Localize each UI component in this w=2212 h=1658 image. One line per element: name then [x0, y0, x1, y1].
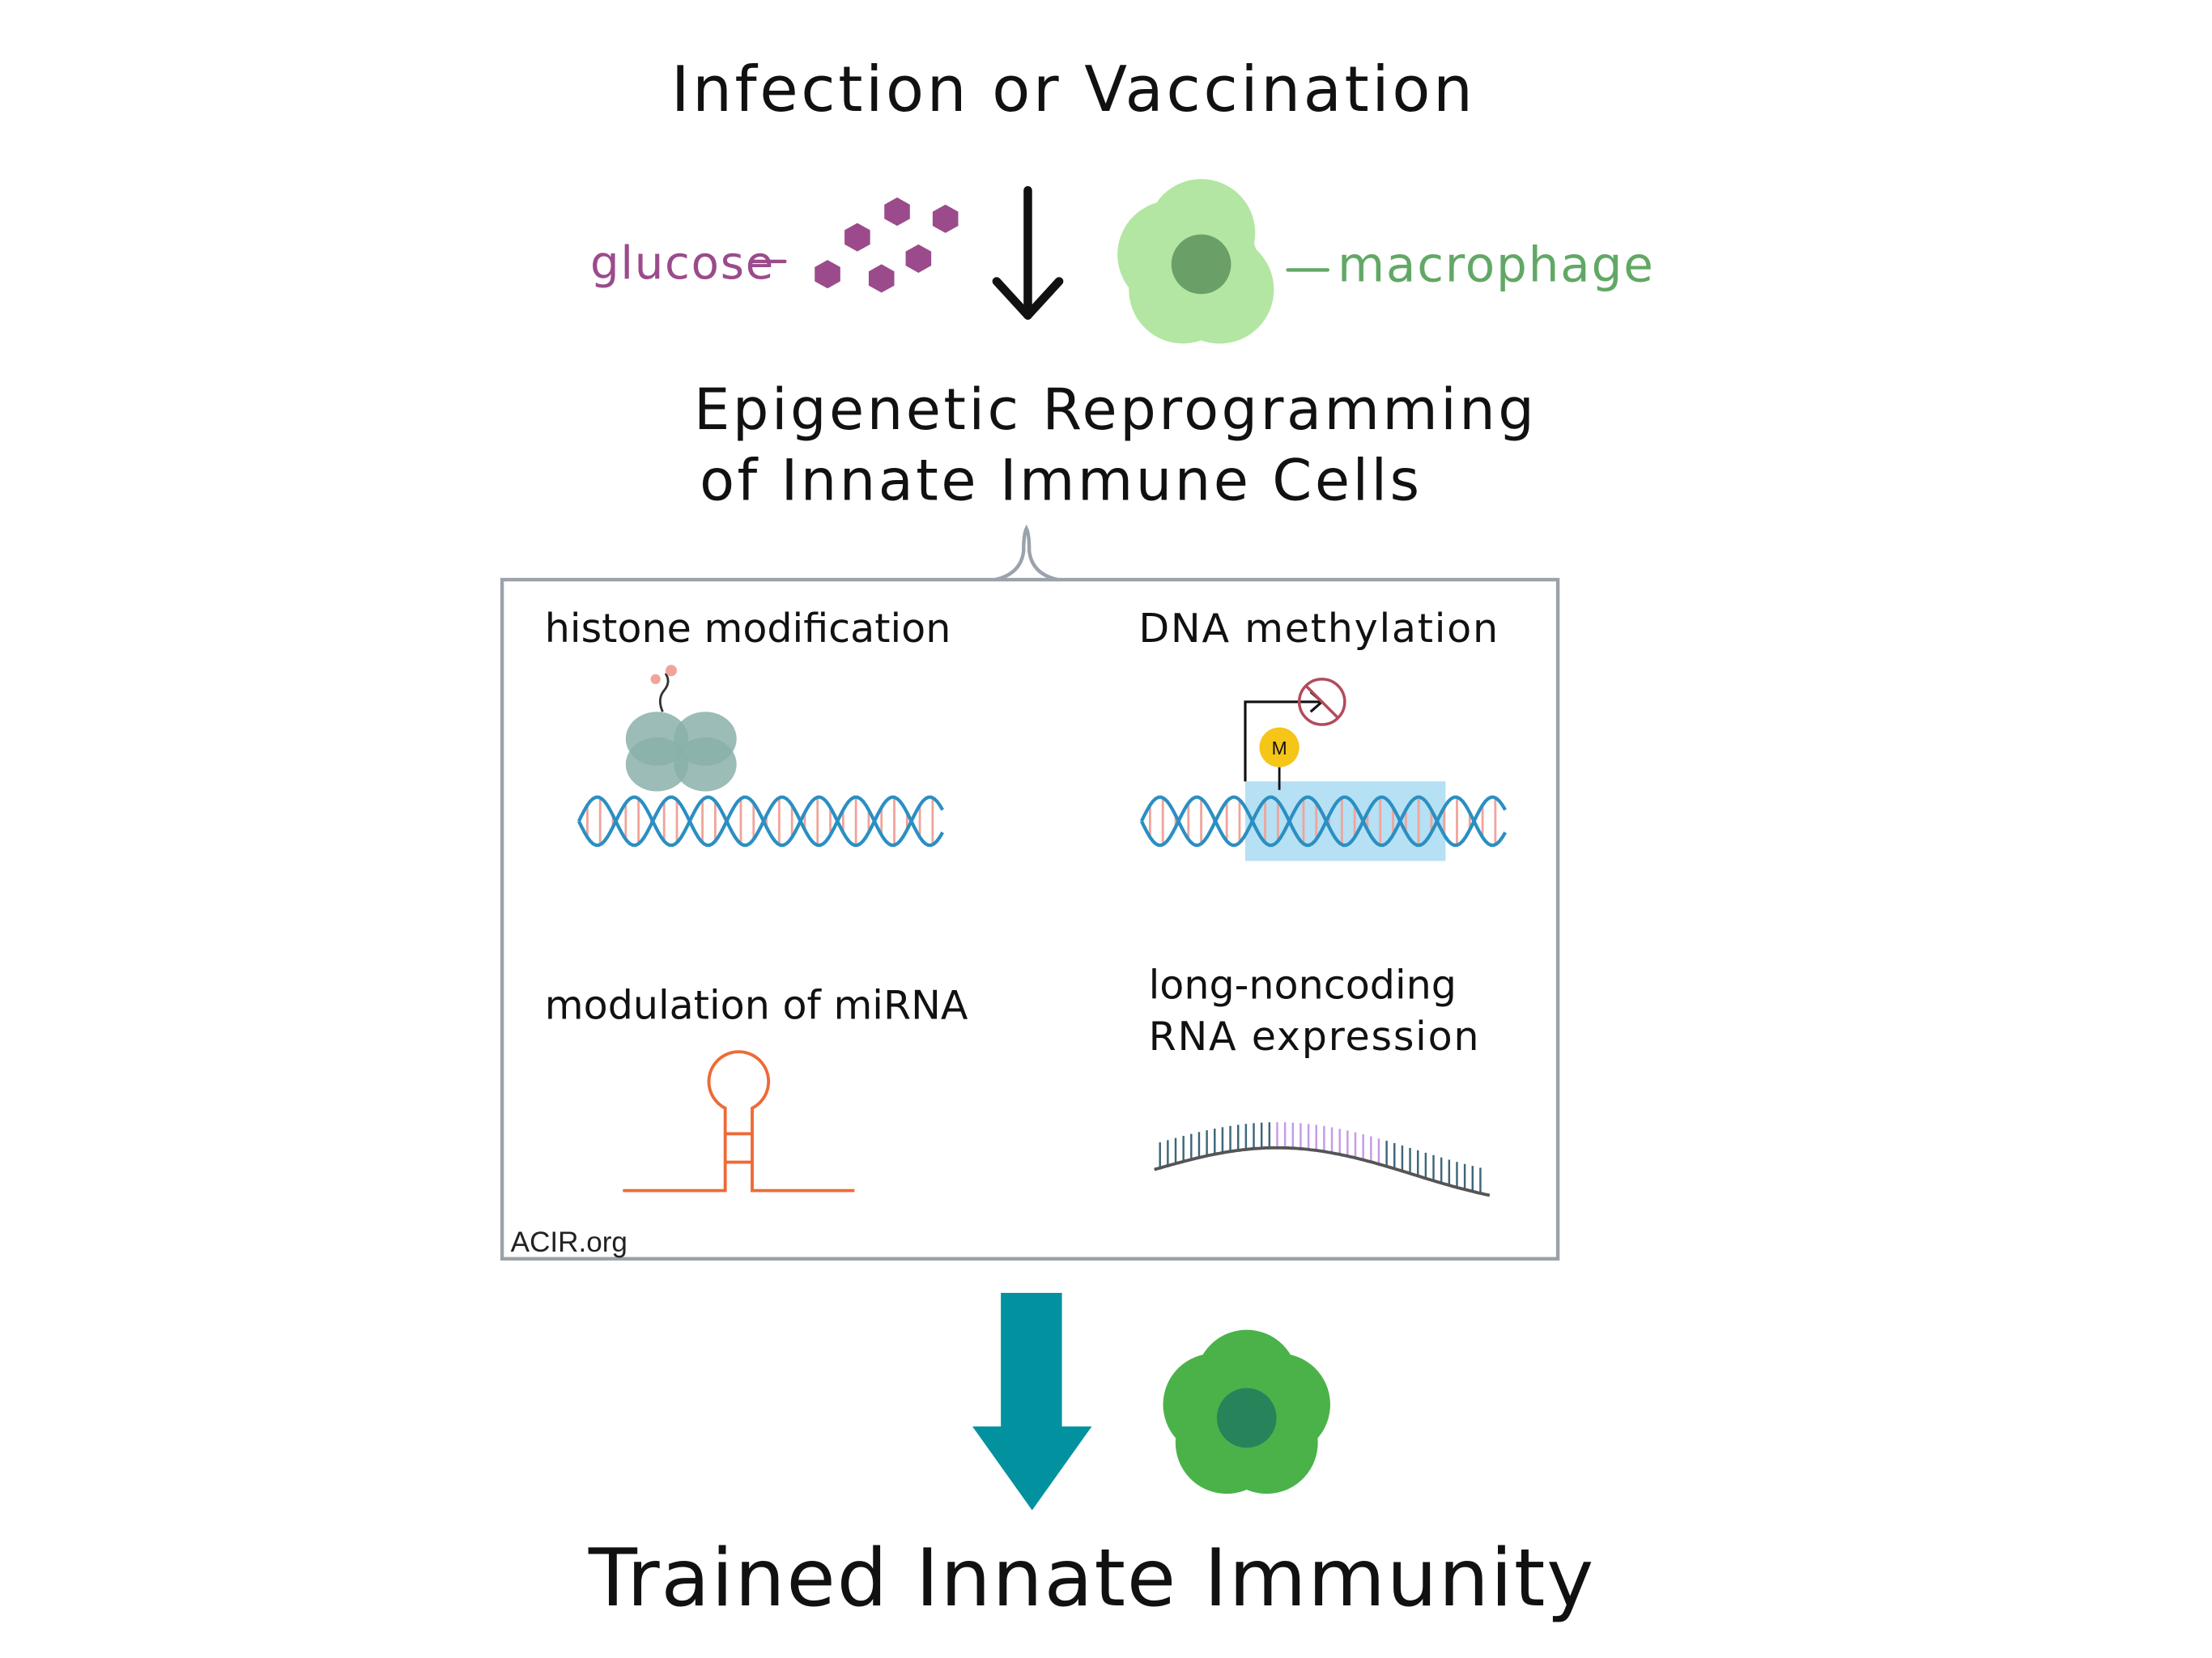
title: Infection or Vaccination: [671, 53, 1476, 126]
glucose-label: glucose: [590, 237, 775, 290]
methylated-region: [1244, 781, 1446, 861]
macrophage-nucleus: [1171, 234, 1231, 295]
histone-dna-icon: [577, 665, 944, 848]
promoter-line-icon: [1244, 700, 1322, 782]
dna-helix-icon: [1139, 795, 1507, 848]
panel-label-mirna: modulation of miRNA: [545, 981, 968, 1028]
methyl-marker-label: M: [1272, 738, 1287, 759]
dna-strand: [577, 795, 944, 848]
glucose-hexagon-icon: [884, 197, 910, 227]
glucose-hexagon-icon: [844, 223, 870, 252]
blocked-symbol-icon: [1297, 678, 1346, 726]
result-arrow-icon: [972, 1292, 1092, 1511]
trained-macrophage-icon: [1163, 1329, 1330, 1494]
down-arrow-icon: [992, 185, 1064, 320]
glucose-hexagon-icon: [932, 204, 959, 233]
heading-line-1: Epigenetic Reprogramming: [694, 376, 1537, 443]
panel-label-histone: histone modification: [545, 605, 951, 652]
result-title: Trained Innate Immunity: [588, 1533, 1595, 1625]
panel-label-lncrna-line-1: long-noncoding: [1149, 962, 1457, 1009]
panel-label-lncrna-line-2: RNA expression: [1149, 1013, 1481, 1060]
trained-macrophage-nucleus: [1216, 1388, 1277, 1448]
credit-text: ACIR.org: [511, 1226, 627, 1258]
dna-strand: [1139, 795, 1507, 848]
mirna-hairpin-icon: [623, 1050, 855, 1192]
glucose-hexagon-icon: [815, 260, 840, 289]
dna-helix-icon: [577, 795, 944, 848]
lncrna-strand-icon: [1154, 1122, 1491, 1197]
macrophage-icon: [1117, 179, 1274, 344]
macrophage-label: macrophage: [1338, 237, 1655, 293]
histone-octamer-icon: [625, 712, 737, 792]
dna-strand: [577, 795, 944, 848]
modification-dot-icon: [665, 665, 678, 677]
heading-line-2: of Innate Immune Cells: [700, 448, 1423, 514]
glucose-molecules-icon: [815, 197, 959, 293]
dna-strand: [1139, 795, 1507, 848]
methylated-dna-icon: M: [1139, 678, 1507, 861]
glucose-hexagon-icon: [868, 264, 895, 293]
modification-dot-icon: [650, 674, 661, 684]
brace-pointer-icon: [994, 524, 1058, 582]
mechanisms-panel: [500, 577, 1560, 1261]
histone-tail-icon: [658, 673, 670, 712]
panel-label-methylation: DNA methylation: [1138, 605, 1499, 652]
glucose-hexagon-icon: [905, 244, 932, 273]
methyl-marker-icon: [1259, 727, 1300, 767]
